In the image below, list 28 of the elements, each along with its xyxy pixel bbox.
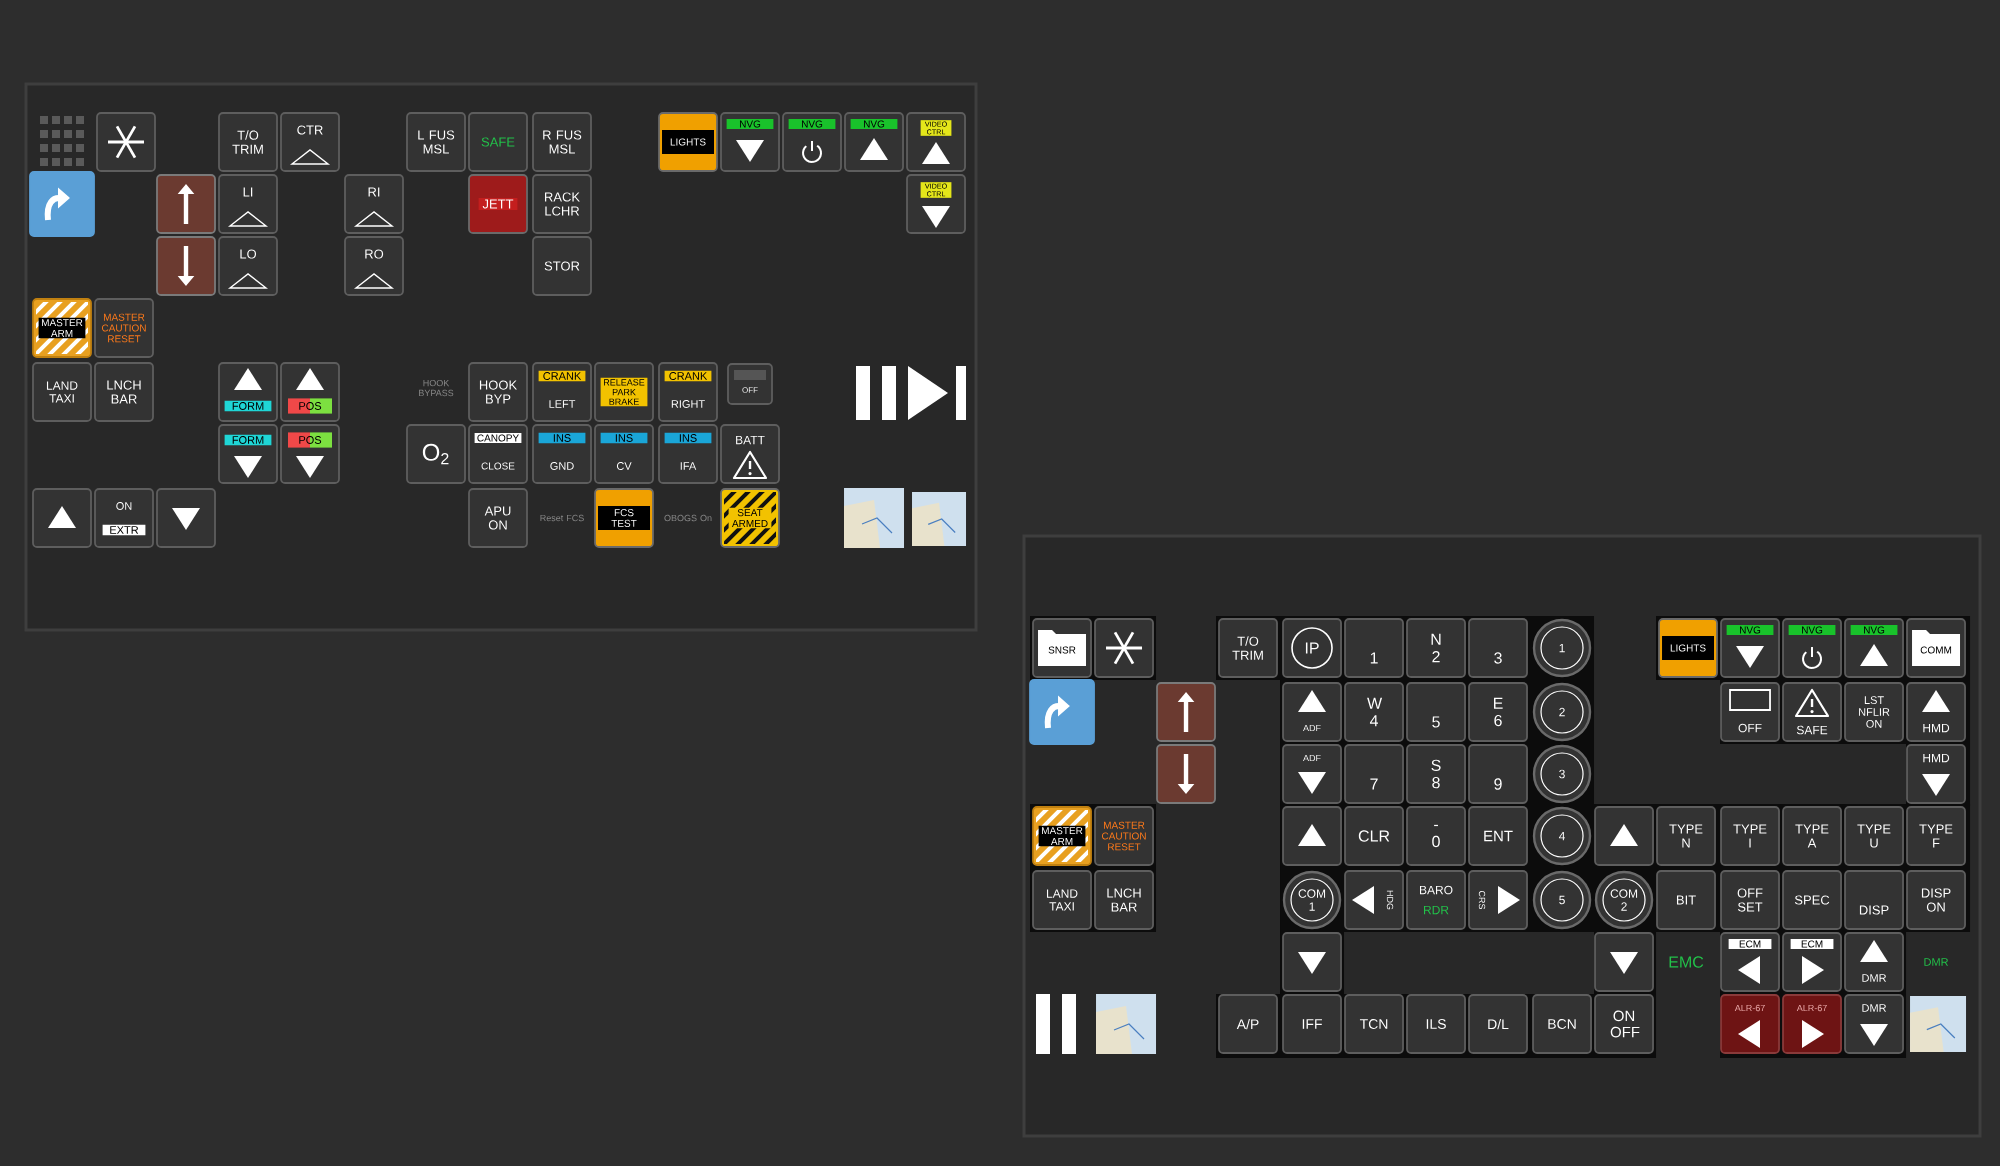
button — [1282, 806, 1342, 866]
button: N 2 — [1406, 618, 1466, 678]
button — [1156, 682, 1216, 742]
button: W 4 — [1344, 682, 1404, 742]
button: O$_{2}$ — [406, 424, 466, 484]
button: 1 — [1344, 618, 1404, 678]
button — [1094, 618, 1154, 678]
panel-label: EMC — [1669, 956, 1704, 968]
button — [1156, 744, 1216, 804]
button: 3 — [1468, 618, 1528, 678]
button — [156, 236, 216, 296]
button: E 6 — [1468, 682, 1528, 742]
button: IP — [1282, 618, 1342, 678]
button: 9 — [1468, 744, 1528, 804]
button — [96, 112, 156, 172]
button: 5 — [1406, 682, 1466, 742]
button: CLR — [1344, 806, 1404, 866]
button: 7 — [1344, 744, 1404, 804]
button: - 0 — [1406, 806, 1466, 866]
button — [156, 488, 216, 548]
button — [29, 171, 95, 237]
button — [1594, 806, 1654, 866]
button — [156, 174, 216, 234]
button — [1029, 679, 1095, 745]
button — [32, 488, 92, 548]
button: S 8 — [1406, 744, 1466, 804]
button — [1282, 932, 1342, 992]
button — [1594, 932, 1654, 992]
